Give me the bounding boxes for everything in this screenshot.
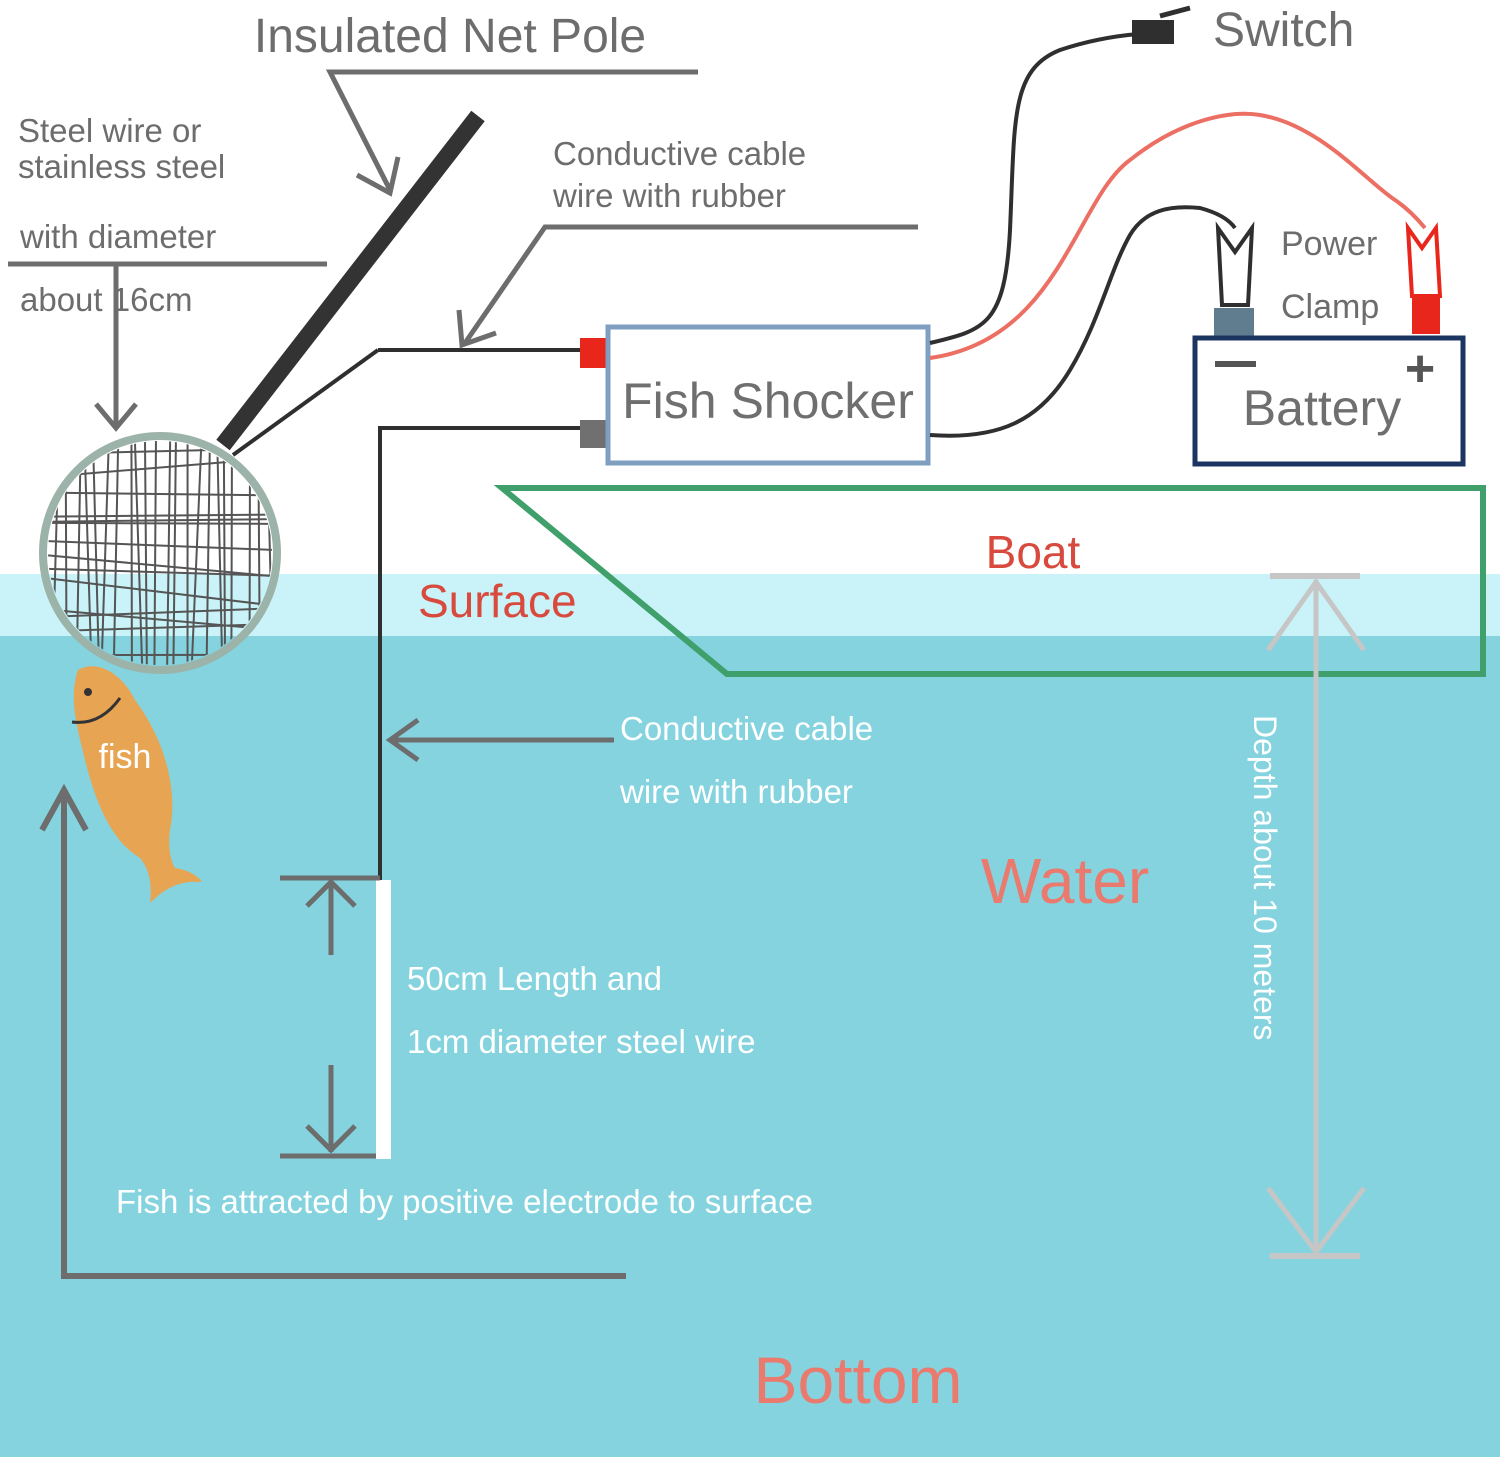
bottom-label: Bottom bbox=[753, 1343, 962, 1417]
boat-label: Boat bbox=[986, 526, 1081, 578]
net-strand bbox=[48, 513, 272, 518]
cable-top-label-2: wire with rubber bbox=[552, 177, 786, 214]
net-strand bbox=[190, 441, 203, 665]
net-strand bbox=[205, 441, 211, 665]
fish-shocker-box bbox=[605, 324, 931, 466]
net-strand bbox=[112, 441, 120, 665]
steel-wire-label-1: Steel wire or bbox=[18, 112, 201, 149]
shocker-terminal-red bbox=[580, 338, 608, 368]
net-strand bbox=[48, 607, 272, 618]
net-strand bbox=[222, 441, 227, 665]
net-strand bbox=[48, 623, 272, 633]
net-strand bbox=[230, 441, 233, 665]
switch-label: Switch bbox=[1213, 4, 1354, 57]
water-body bbox=[0, 636, 1500, 1457]
shocker-terminal-gray bbox=[580, 420, 608, 448]
depth-down-arrow-head bbox=[1266, 1186, 1366, 1257]
electrode-label-2: 1cm diameter steel wire bbox=[407, 1023, 755, 1060]
fish-label: fish bbox=[99, 738, 152, 776]
net-strand bbox=[92, 441, 100, 665]
net-pole-pointer-line bbox=[325, 69, 698, 192]
negative-clamp-tip bbox=[1214, 308, 1254, 336]
net-strand bbox=[48, 577, 272, 607]
switch-lever bbox=[1159, 5, 1191, 19]
diameter-arrow-head bbox=[94, 402, 138, 432]
net-pole-arrow-head bbox=[355, 156, 401, 197]
net-strand bbox=[48, 554, 272, 578]
cable-top-pointer-line bbox=[462, 224, 918, 345]
net-strand bbox=[75, 441, 82, 665]
switch-wire bbox=[929, 32, 1139, 345]
net-strand bbox=[216, 441, 224, 665]
net-pole-label: Insulated Net Pole bbox=[254, 10, 646, 63]
net-strand bbox=[48, 518, 272, 523]
fish-shocker-label: Fish Shocker bbox=[622, 373, 914, 429]
water-label: Water bbox=[981, 845, 1149, 917]
net-strand bbox=[83, 441, 93, 665]
cable-to-electrode bbox=[378, 426, 590, 880]
battery-plus-icon: + bbox=[1405, 340, 1435, 398]
surface-label: Surface bbox=[418, 575, 577, 627]
switch-body bbox=[1132, 20, 1174, 44]
net-hoop bbox=[39, 432, 281, 674]
net-strand bbox=[48, 540, 272, 551]
electrode-up-arrow-head bbox=[305, 878, 357, 908]
negative-wire bbox=[929, 205, 1237, 438]
net-strand bbox=[48, 521, 272, 525]
battery-label: Battery bbox=[1243, 380, 1401, 436]
cable-top-arrow-head bbox=[456, 309, 497, 349]
electrode-down-arrow-head bbox=[305, 1124, 357, 1154]
diameter-label-1: with diameter bbox=[19, 218, 216, 255]
attraction-arrow-line bbox=[61, 790, 626, 1279]
positive-clamp-tip bbox=[1412, 298, 1440, 334]
cable-bottom-label-2: wire with rubber bbox=[619, 773, 853, 810]
net-pole-wire bbox=[231, 348, 380, 457]
cable-bottom-arrow-head bbox=[385, 717, 420, 763]
net-strand bbox=[100, 441, 110, 665]
boat-hull bbox=[493, 485, 1486, 677]
depth-label: Depth about 10 meters bbox=[1247, 715, 1283, 1041]
fish-icon bbox=[71, 666, 202, 903]
depth-up-arrow-head bbox=[1265, 577, 1367, 652]
clamp-label: Clamp bbox=[1281, 288, 1379, 326]
battery-box bbox=[1192, 335, 1466, 467]
cable-bottom-label-1: Conductive cable bbox=[620, 710, 873, 747]
electrode-label-1: 50cm Length and bbox=[407, 960, 662, 997]
cable-top-label-1: Conductive cable bbox=[553, 135, 806, 172]
positive-wire bbox=[929, 111, 1427, 360]
steel-wire-label-2: stainless steel bbox=[18, 148, 225, 185]
negative-clamp bbox=[1215, 221, 1255, 307]
diameter-label-2: about 16cm bbox=[20, 281, 192, 318]
net-pole bbox=[216, 110, 485, 451]
net-strand bbox=[48, 567, 272, 577]
attraction-label: Fish is attracted by positive electrode … bbox=[116, 1183, 813, 1220]
steel-electrode bbox=[376, 880, 391, 1159]
positive-clamp bbox=[1405, 221, 1443, 298]
power-label: Power bbox=[1281, 225, 1377, 263]
attraction-arrow-head bbox=[39, 783, 89, 832]
net-strand bbox=[48, 491, 272, 497]
